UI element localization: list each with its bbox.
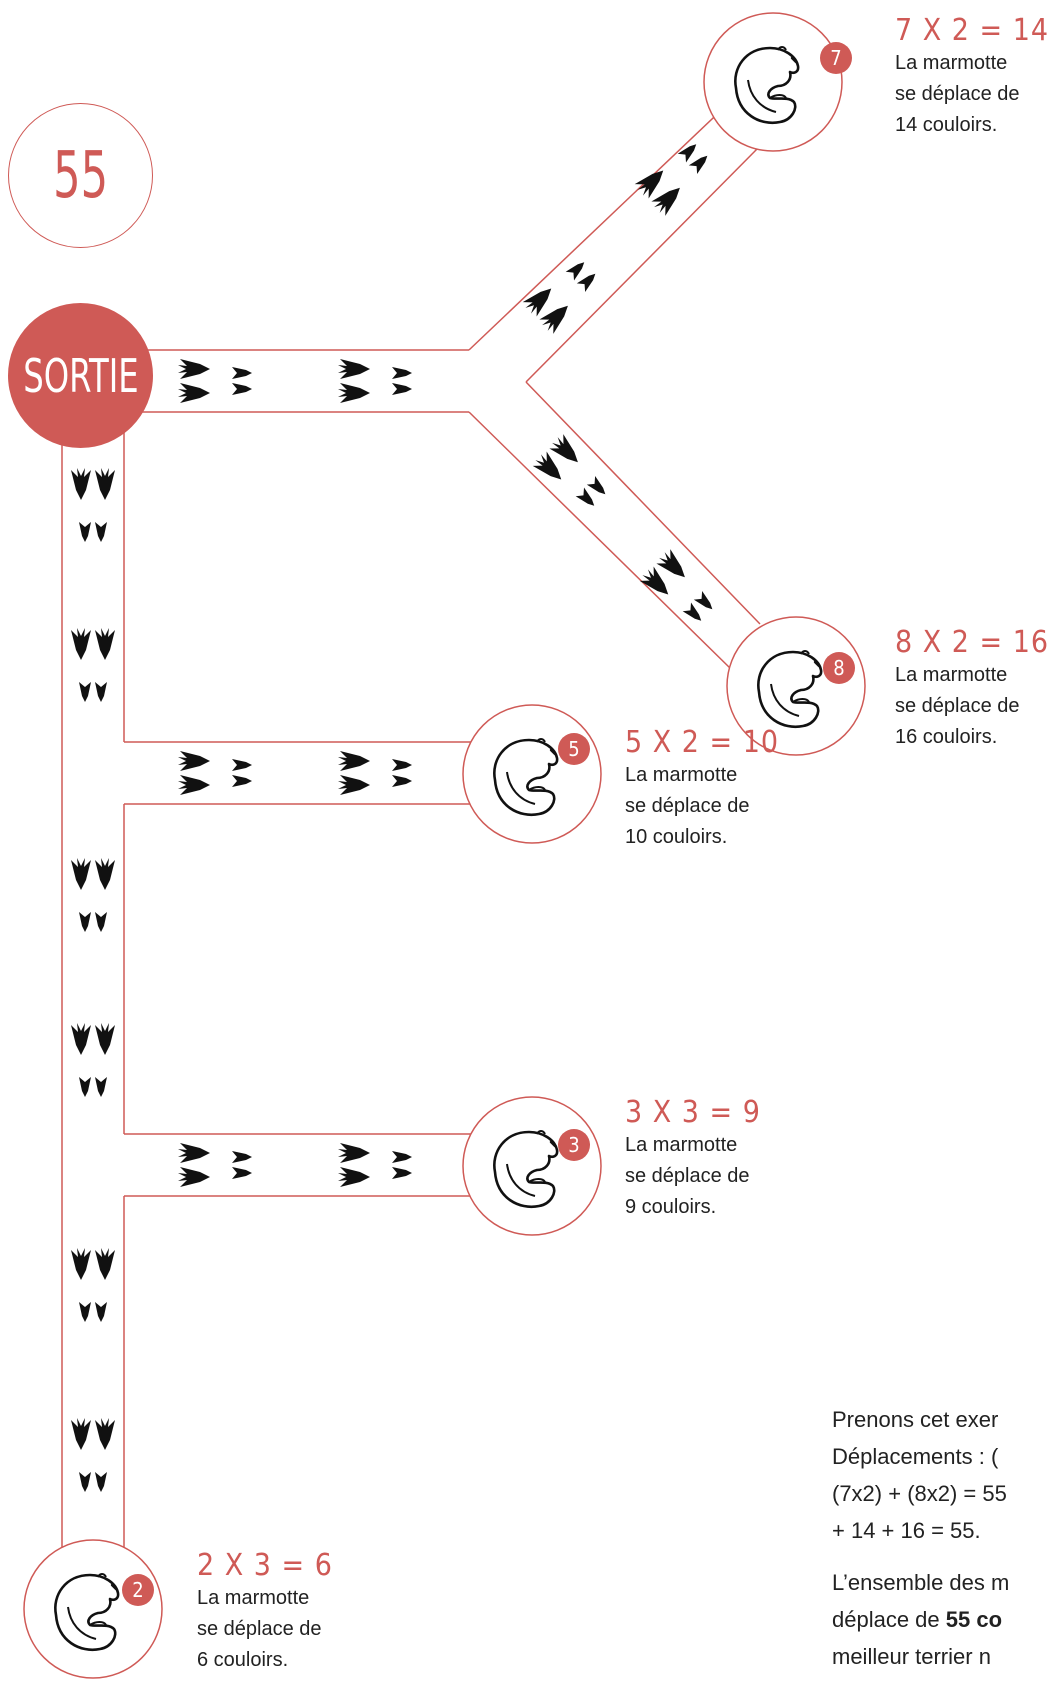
description-line: 9 couloirs. xyxy=(625,1196,717,1218)
burrow-equation: 5 X 2 = 10 xyxy=(625,725,780,760)
burrow-badges xyxy=(122,42,855,1606)
burrow-description: La marmotte se déplace de 10 couloirs. xyxy=(625,760,779,853)
description-line: se déplace de xyxy=(625,1165,750,1187)
description-line: La marmotte xyxy=(895,52,1008,74)
description-line: La marmotte xyxy=(895,664,1008,686)
burrow-number-8: 8 xyxy=(833,656,844,680)
description-line: 10 couloirs. xyxy=(625,826,728,848)
description-line: La marmotte xyxy=(197,1587,310,1609)
description-line: se déplace de xyxy=(197,1618,322,1640)
conclusion-line: déplace de 55 co xyxy=(832,1601,1009,1638)
burrow-info-2: 2 X 3 = 6 La marmotte se déplace de 6 co… xyxy=(197,1549,333,1676)
description-line: 14 couloirs. xyxy=(895,114,998,136)
explanation-line: Prenons cet exer xyxy=(832,1407,999,1432)
total-count-badge: 55 xyxy=(8,103,153,248)
explanation-line: Déplacements : ( xyxy=(832,1444,999,1469)
burrow-equation: 3 X 3 = 9 xyxy=(625,1095,761,1130)
conclusion-paragraph: L’ensemble des m déplace de 55 co meille… xyxy=(832,1564,1009,1675)
description-line: 16 couloirs. xyxy=(895,726,998,748)
burrow-description: La marmotte se déplace de 14 couloirs. xyxy=(895,48,1049,141)
description-line: se déplace de xyxy=(625,795,750,817)
burrow-equation: 7 X 2 = 14 xyxy=(895,13,1049,48)
burrow-info-3: 3 X 3 = 9 La marmotte se déplace de 9 co… xyxy=(625,1096,761,1223)
description-line: se déplace de xyxy=(895,695,1020,717)
conclusion-highlight: 55 co xyxy=(945,1607,1003,1632)
description-line: se déplace de xyxy=(895,83,1020,105)
burrow-number-7: 7 xyxy=(830,46,841,70)
exit-label: SORTIE xyxy=(22,348,139,403)
total-count: 55 xyxy=(53,138,108,213)
burrow-info-7: 7 X 2 = 14 La marmotte se déplace de 14 … xyxy=(895,14,1049,141)
explanation-line: + 14 + 16 = 55. xyxy=(832,1518,981,1543)
burrow-description: La marmotte se déplace de 6 couloirs. xyxy=(197,1583,333,1676)
burrow-number-5: 5 xyxy=(568,737,579,761)
burrow-info-5: 5 X 2 = 10 La marmotte se déplace de 10 … xyxy=(625,726,779,853)
explanation-paragraph: Prenons cet exer Déplacements : ( (7x2) … xyxy=(832,1401,1007,1549)
description-line: La marmotte xyxy=(625,1134,738,1156)
burrow-circles xyxy=(23,12,866,1679)
burrow-info-8: 8 X 2 = 16 La marmotte se déplace de 16 … xyxy=(895,626,1049,753)
burrow-equation: 8 X 2 = 16 xyxy=(895,625,1049,660)
description-line: La marmotte xyxy=(625,764,738,786)
burrow-number-2: 2 xyxy=(132,1578,143,1602)
burrow-description: La marmotte se déplace de 16 couloirs. xyxy=(895,660,1049,753)
conclusion-line: L’ensemble des m xyxy=(832,1570,1010,1595)
burrow-number-3: 3 xyxy=(568,1133,579,1157)
conclusion-line: meilleur terrier n xyxy=(832,1644,991,1669)
description-line: 6 couloirs. xyxy=(197,1649,289,1671)
explanation-line: (7x2) + (8x2) = 55 xyxy=(832,1481,1007,1506)
exit-badge: SORTIE xyxy=(8,303,153,448)
burrow-equation: 2 X 3 = 6 xyxy=(197,1548,333,1583)
burrow-description: La marmotte se déplace de 9 couloirs. xyxy=(625,1130,761,1223)
conclusion-text: déplace de xyxy=(832,1607,946,1632)
tunnels xyxy=(61,99,761,1583)
